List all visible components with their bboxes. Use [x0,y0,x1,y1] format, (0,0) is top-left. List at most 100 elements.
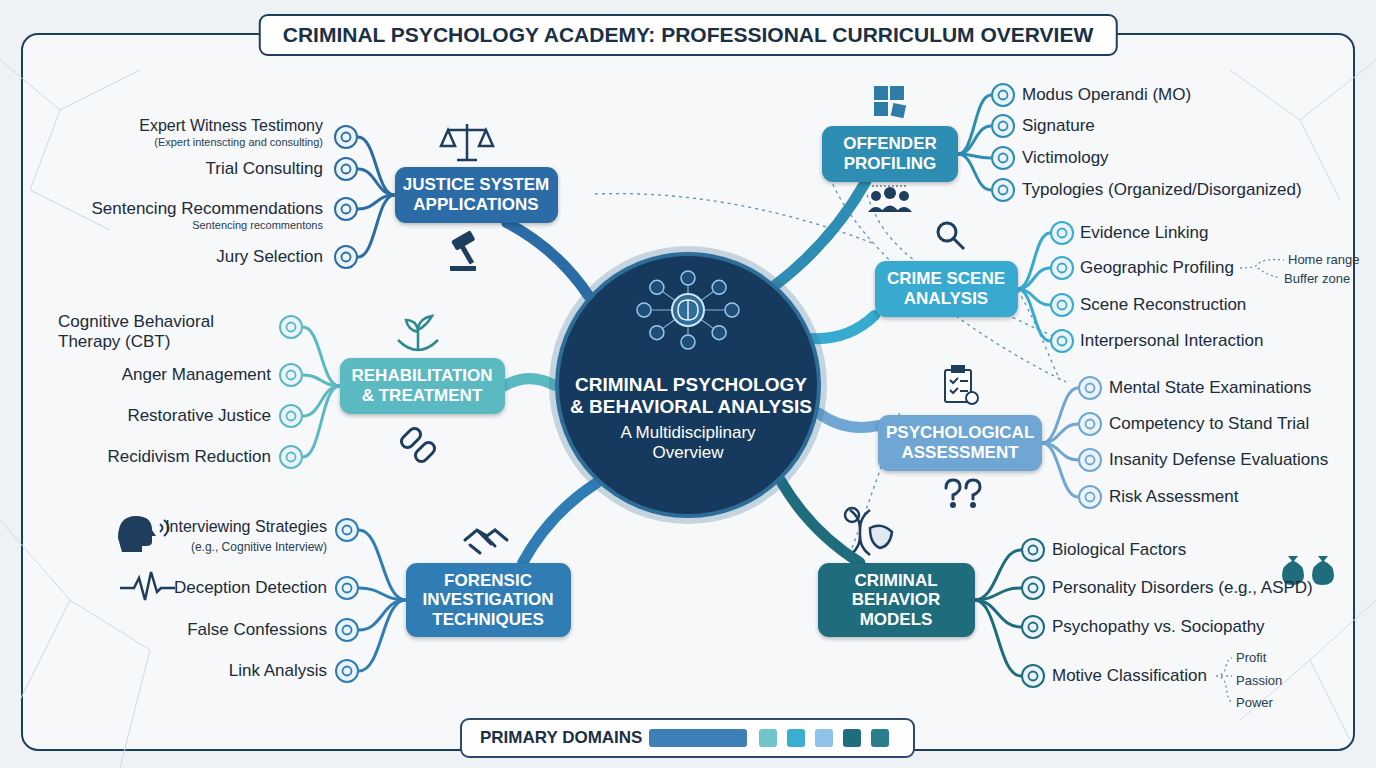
domain-swatches [645,720,915,756]
leader-line [303,386,340,457]
question-marks-part [952,504,955,507]
domain-box: JUSTICE SYSTEM APPLICATIONS [395,167,558,222]
sub-label: Buffer zone [1284,271,1350,287]
leader-line [359,600,406,630]
topic-icon [992,115,1014,137]
topic-label: Signature [1022,116,1095,136]
topic-icon-glyph [1058,337,1067,346]
hub-circle: CRIMINAL PSYCHOLOGY & BEHAVIORAL ANALYSI… [555,252,821,518]
topic-label: Cognitive Behavioral Therapy (CBT) [58,312,272,353]
topic-label: Trial Consulting [206,159,323,179]
network-dot [681,271,695,285]
topic-icon-glyph [287,453,296,462]
branch-connector [507,223,589,297]
topic-icon [1051,330,1073,352]
plant-hands-icon-part [398,316,438,350]
domain-box: FORENSIC INVESTIGATION TECHNIQUES [406,563,571,638]
swatch [787,729,805,747]
topic-label: Personality Disorders (e.g., ASPD) [1052,578,1313,598]
node-heading: OFFENDER PROFILING [830,134,950,173]
topic-icon [1079,486,1101,508]
topic-icon-glyph [999,154,1008,163]
chain-icon-part [413,440,437,464]
leader-line [1018,233,1051,289]
topic-icon-glyph [1086,384,1095,393]
pulse-line [120,572,175,600]
leader-line [975,600,1022,676]
sub-brackets-part [1240,260,1284,279]
leader-line [975,588,1022,600]
people-icon-part [899,191,909,201]
leader-line [359,588,406,600]
network-dot [650,326,664,340]
leader-line [1042,443,1078,497]
network-dot [650,280,664,294]
topic-label: Geographic Profiling [1080,258,1234,278]
sub-label: Passion [1236,673,1282,689]
domain-box: OFFENDER PROFILING [822,126,958,181]
topic-icon-glyph [999,91,1008,100]
node-heading: REHABILITATION & TREATMENT [348,366,497,405]
plant-hands-icon [398,316,438,350]
topic-icon [280,446,302,468]
question-marks-part [972,504,975,507]
topic-icon [1051,222,1073,244]
topic-label: Biological Factors [1052,540,1186,560]
topic-icon [992,179,1014,201]
topic-label: False Confessions [187,620,327,640]
topic-icon [336,619,358,641]
topic-icon-glyph [1029,546,1038,555]
network-texture [0,60,1376,768]
swatch [759,729,777,747]
topic-icon [992,147,1014,169]
topic-icon [1079,377,1101,399]
scales-icon-part [441,130,493,146]
swatch [871,729,889,747]
question-marks [946,480,980,507]
sub-label: (e.g., Cognitive Interview) [191,540,327,554]
topic-icon-glyph [999,122,1008,131]
topic-label: Competency to Stand Trial [1109,414,1309,434]
domain-box: REHABILITATION & TREATMENT [340,358,505,413]
puzzle-icon-part [874,102,888,116]
sub-label: Sentencing recommentons [192,219,323,232]
topic-icon-glyph [342,133,351,142]
node-heading: CRIMINAL BEHAVIOR MODELS [826,571,967,630]
topic-icon [1022,616,1044,638]
topic-icon [335,158,357,180]
topic-icon-glyph [342,253,351,262]
network-dot [725,303,739,317]
topic-label: Insanity Defense Evaluations [1109,450,1328,470]
domain-box: PSYCHOLOGICAL ASSESSMENT [878,415,1042,470]
topic-label: Psychopathy vs. Sociopathy [1052,617,1265,637]
question-marks-part [966,480,980,499]
clipboard-icon-part [950,378,968,393]
topic-label: Modus Operandi (MO) [1022,85,1191,105]
branch-connector [818,413,878,428]
topic-label: Victimology [1022,148,1109,168]
topic-icon [992,84,1014,106]
topic-icon-glyph [1029,672,1038,681]
topic-icon-glyph [287,371,296,380]
scales-icon-part [457,159,477,162]
topic-icon-glyph [1086,456,1095,465]
handshake-icon-part [465,530,507,553]
dna-mask-icon-part [870,526,892,548]
topic-label: Deception Detection [174,578,327,598]
network-dot [681,335,695,349]
swatch [843,729,861,747]
topic-icon-glyph [1058,301,1067,310]
leader-line [958,154,991,190]
leader-line [975,550,1022,600]
leader-line [958,95,991,154]
sub-brackets-part [1216,658,1232,702]
topic-icon [280,316,302,338]
leader-line [359,600,406,671]
leader-line [359,530,406,600]
node-heading: JUSTICE SYSTEM APPLICATIONS [403,175,550,214]
topic-label: Anger Management [122,365,271,385]
domain-box: CRIMINAL BEHAVIOR MODELS [818,563,975,638]
topic-icon [335,198,357,220]
people-icon-part [868,206,912,213]
topic-icon [1079,413,1101,435]
